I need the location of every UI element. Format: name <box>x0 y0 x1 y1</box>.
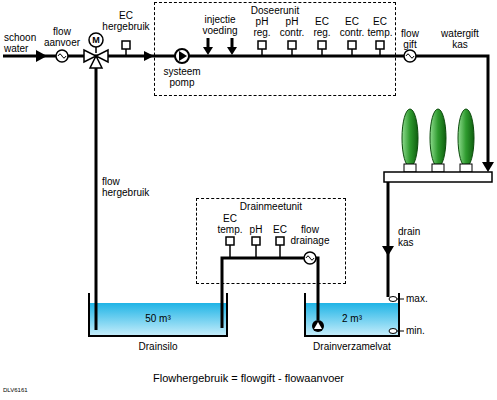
sensor-stem <box>351 49 353 56</box>
plant-pot <box>404 164 416 172</box>
sensor-label: EC <box>270 224 290 235</box>
input-label: injectie voeding <box>198 14 242 36</box>
instrument-label: flow drainage <box>287 224 333 246</box>
drain-pipe <box>387 182 390 297</box>
sensor-label: pH contr. <box>278 16 306 38</box>
plant-symbol <box>430 109 446 167</box>
injection-arrow <box>207 38 210 48</box>
float-switch <box>389 329 397 334</box>
plant-pot <box>460 164 472 172</box>
sensor-label: EC hergebruik <box>100 10 152 32</box>
sensor-symbol <box>276 237 284 245</box>
float-switch <box>389 297 397 302</box>
pump-label: systeem pomp <box>161 66 203 88</box>
instrument-label: flow aanvoer <box>41 26 83 48</box>
valve-stem <box>95 47 97 53</box>
sensor-symbol <box>288 41 296 49</box>
sensor-symbol <box>258 41 266 49</box>
sensor-stem <box>125 49 127 56</box>
sensor-stem <box>291 49 293 56</box>
volume-label: 2 m³ <box>342 313 362 324</box>
flow-label: schoon water <box>4 32 40 54</box>
flow-arrow <box>482 162 494 172</box>
sensor-symbol <box>376 41 384 49</box>
sensor-label: pH reg. <box>248 16 276 38</box>
inlet-pipe <box>221 293 224 328</box>
plant-symbol <box>402 109 418 167</box>
caption: Flowhergebruik = flowgift - flowaanvoer <box>0 372 497 385</box>
sensor-label: EC temp. <box>216 213 244 235</box>
flow-arrow <box>382 246 394 256</box>
motor-label: M <box>89 34 103 46</box>
watermark: DLV6161 <box>3 387 43 394</box>
flow-label: watergift kas <box>435 28 485 50</box>
pump-symbol <box>314 322 322 329</box>
sensor-stem <box>379 49 381 56</box>
valve-motor <box>89 33 103 47</box>
injection-arrow <box>203 47 213 55</box>
sensor-symbol <box>318 41 326 49</box>
sensor-stem <box>255 245 257 258</box>
suction-pipe <box>317 293 320 320</box>
tank: 2 m³Drainverzamelvat <box>304 293 400 337</box>
plant-pot <box>432 164 444 172</box>
tank-outline <box>89 293 227 336</box>
flow-arrow <box>36 50 47 62</box>
flow-label: flow hergebruik <box>102 176 154 198</box>
flow-meter <box>404 50 416 62</box>
unit-title: Doseerunit <box>251 5 299 16</box>
flow-meter-wave <box>406 54 414 58</box>
valve-symbol <box>90 56 102 68</box>
sensor-label: pH <box>246 224 266 235</box>
tank-name: Drainverzamelvat <box>313 341 391 352</box>
sensor-stem <box>229 245 231 258</box>
sensor-label: EC contr. <box>338 16 366 38</box>
level-label: max. <box>406 293 436 304</box>
pipe-connector <box>96 56 154 293</box>
injection-arrow <box>227 47 237 55</box>
flow-meter <box>304 252 316 264</box>
pump-symbol <box>179 51 187 61</box>
sensor-label: EC temp. <box>366 16 394 38</box>
sensor-symbol <box>122 41 130 49</box>
sensor-symbol <box>226 237 234 245</box>
injection-arrow <box>231 38 234 48</box>
pump-symbol <box>312 320 324 332</box>
water-fill <box>89 303 227 336</box>
level-label: min. <box>406 325 436 336</box>
flow-meter-wave <box>306 256 314 260</box>
sensor-stem <box>321 49 323 56</box>
sensor-symbol <box>252 237 260 245</box>
tank-outline <box>305 293 399 336</box>
suction-pipe <box>95 293 98 330</box>
plant-symbol <box>458 109 474 167</box>
flow-meter <box>56 50 68 62</box>
sensor-stem <box>261 49 263 56</box>
growing-table <box>384 172 492 182</box>
pipe-connector <box>222 258 318 293</box>
instrument-label: flow gift <box>396 28 424 50</box>
sensor-label: EC reg. <box>308 16 336 38</box>
sensor-stem <box>279 245 281 258</box>
tank-name: Drainsilo <box>139 341 178 352</box>
pump-symbol <box>175 49 189 63</box>
sensor-symbol <box>348 41 356 49</box>
volume-label: 50 m³ <box>145 313 171 324</box>
flow-label: drain kas <box>398 226 428 248</box>
tank: 50 m³Drainsilo <box>88 293 228 337</box>
unit-title: Drainmeetunit <box>240 201 302 212</box>
flow-meter-wave <box>58 54 66 58</box>
